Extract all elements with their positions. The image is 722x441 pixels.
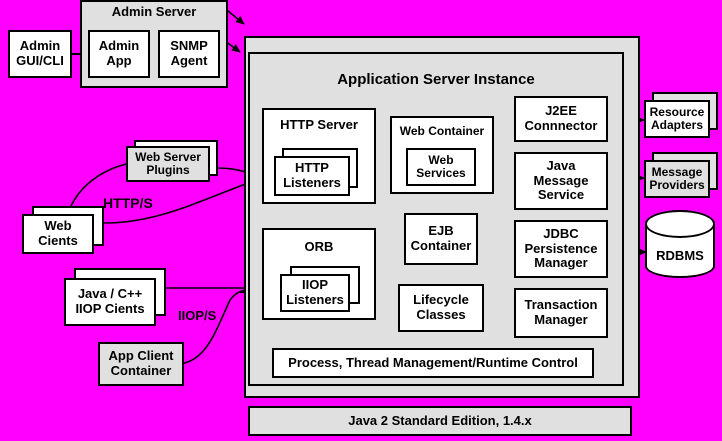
lifecycle-classes-box[interactable]: Lifecycle Classes — [398, 284, 484, 332]
web-server-plugins-box[interactable]: Web Server Plugins — [126, 146, 210, 182]
iiop-listeners-box[interactable]: IIOP Listeners — [280, 274, 350, 312]
app-server-title: Application Server Instance — [337, 71, 535, 88]
http-protocol-label: HTTP/S — [103, 195, 153, 211]
web-clients-box[interactable]: Web Cients — [22, 214, 94, 254]
wire-admin-to-instance-upper — [227, 10, 245, 25]
wire-app-client-to-orb — [175, 289, 249, 365]
transaction-manager-box[interactable]: Transaction Manager — [514, 288, 608, 338]
web-container-label: Web Container — [399, 124, 485, 138]
web-services-box[interactable]: Web Services — [406, 148, 476, 186]
java-platform-bar: Java 2 Standard Edition, 1.4.x — [248, 406, 632, 436]
message-providers-box[interactable]: Message Providers — [644, 160, 710, 198]
admin-gui-cli-box[interactable]: Admin GUI/CLI — [8, 30, 72, 78]
runtime-control-bar: Process, Thread Management/Runtime Contr… — [272, 348, 594, 378]
java-message-service-box[interactable]: Java Message Service — [514, 152, 608, 210]
http-server-label: HTTP Server — [280, 117, 358, 132]
jdbc-persistence-manager-box[interactable]: JDBC Persistence Manager — [514, 220, 608, 278]
http-listeners-box[interactable]: HTTP Listeners — [274, 156, 350, 196]
rdbms-label: RDBMS — [656, 248, 704, 263]
resource-adapters-box[interactable]: Resource Adapters — [644, 100, 710, 138]
admin-server-title: Admin Server — [111, 4, 197, 19]
ejb-container-box[interactable]: EJB Container — [404, 213, 478, 265]
iiop-protocol-label: IIOP/S — [178, 308, 217, 323]
rdbms-cylinder-top — [645, 210, 715, 238]
snmp-agent-box[interactable]: SNMP Agent — [158, 30, 220, 78]
app-client-container-box[interactable]: App Client Container — [98, 342, 184, 386]
iiop-clients-box[interactable]: Java / C++ IIOP Cients — [64, 278, 156, 326]
j2ee-connector-box[interactable]: J2EE Connnector — [514, 96, 608, 142]
admin-app-box[interactable]: Admin App — [88, 30, 150, 78]
orb-label: ORB — [304, 239, 334, 254]
